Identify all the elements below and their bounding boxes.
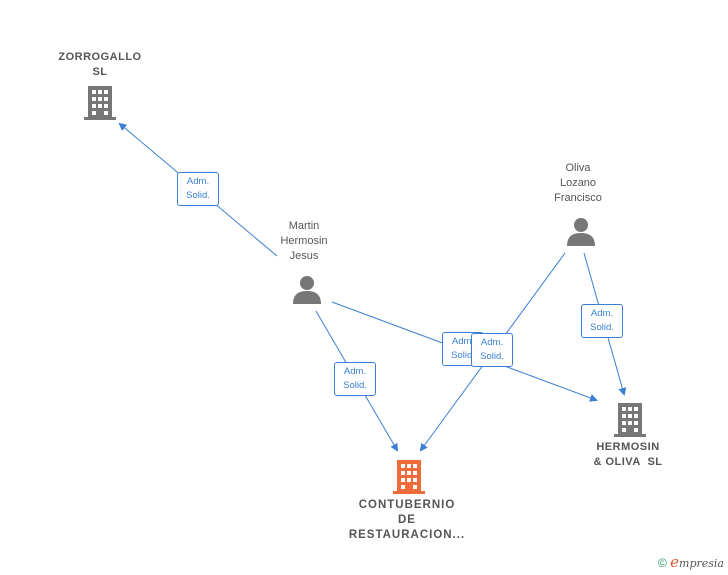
edge-badge-oliva-hermosin[interactable]: Adm. Solid. — [581, 304, 623, 338]
oliva-label-line1: Oliva — [565, 162, 591, 174]
martin-label-line2: Hermosin — [280, 235, 328, 247]
oliva-label-line2: Lozano — [559, 177, 597, 189]
hermosin-oliva-label[interactable]: HERMOSIN & OLIVA SL — [568, 440, 688, 470]
edge-badge-oliva-contubernio[interactable]: Adm. Solid. — [471, 333, 513, 367]
hermosin-oliva-label-line1: HERMOSIN — [596, 441, 660, 453]
contubernio-label[interactable]: CONTUBERNIO DE RESTAURACION... — [327, 498, 487, 543]
building-icon[interactable] — [614, 401, 646, 437]
martin-label[interactable]: Martin Hermosin Jesus — [254, 219, 354, 264]
martin-label-line3: Jesus — [289, 250, 319, 262]
edge-badge-line2: Solid. — [480, 351, 504, 362]
main-building-icon[interactable] — [393, 458, 425, 494]
zorrogallo-label[interactable]: ZORROGALLO SL — [40, 50, 160, 80]
oliva-label[interactable]: Oliva Lozano Francisco — [528, 161, 628, 206]
edge-badge-line2: Solid. — [343, 380, 367, 391]
person-icon[interactable] — [566, 216, 596, 246]
edge-badge-line2: Solid. — [186, 190, 210, 201]
martin-label-line1: Martin — [288, 220, 320, 232]
hermosin-oliva-label-line2: & OLIVA SL — [593, 456, 663, 468]
edge-badge-line2: Solid. — [451, 350, 475, 361]
edge-badge-line2: Solid. — [590, 322, 614, 333]
brand-rest: mpresia — [679, 557, 724, 570]
oliva-label-line3: Francisco — [554, 192, 602, 204]
edge-badge-line1: Adm. — [590, 308, 614, 319]
edge-badge-line1: Adm. — [480, 337, 504, 348]
contubernio-label-line3: RESTAURACION... — [348, 529, 466, 541]
contubernio-label-line2: DE — [398, 514, 416, 526]
zorrogallo-label-line2: SL — [92, 66, 108, 78]
zorrogallo-label-line1: ZORROGALLO — [58, 51, 142, 63]
edge-badge-martin-zorrogallo[interactable]: Adm. Solid. — [177, 172, 219, 206]
edge-badge-line1: Adm. — [343, 366, 367, 377]
footer-brand[interactable]: © empresia — [658, 553, 724, 571]
person-icon[interactable] — [292, 274, 322, 304]
edge-badge-line1: Adm. — [451, 336, 475, 347]
edge-badge-line1: Adm. — [186, 176, 210, 187]
building-icon[interactable] — [84, 84, 116, 120]
edge-badge-martin-contubernio[interactable]: Adm. Solid. — [334, 362, 376, 396]
copyright-icon: © — [657, 556, 667, 570]
brand-initial: e — [670, 553, 680, 571]
contubernio-label-line1: CONTUBERNIO — [358, 499, 456, 511]
